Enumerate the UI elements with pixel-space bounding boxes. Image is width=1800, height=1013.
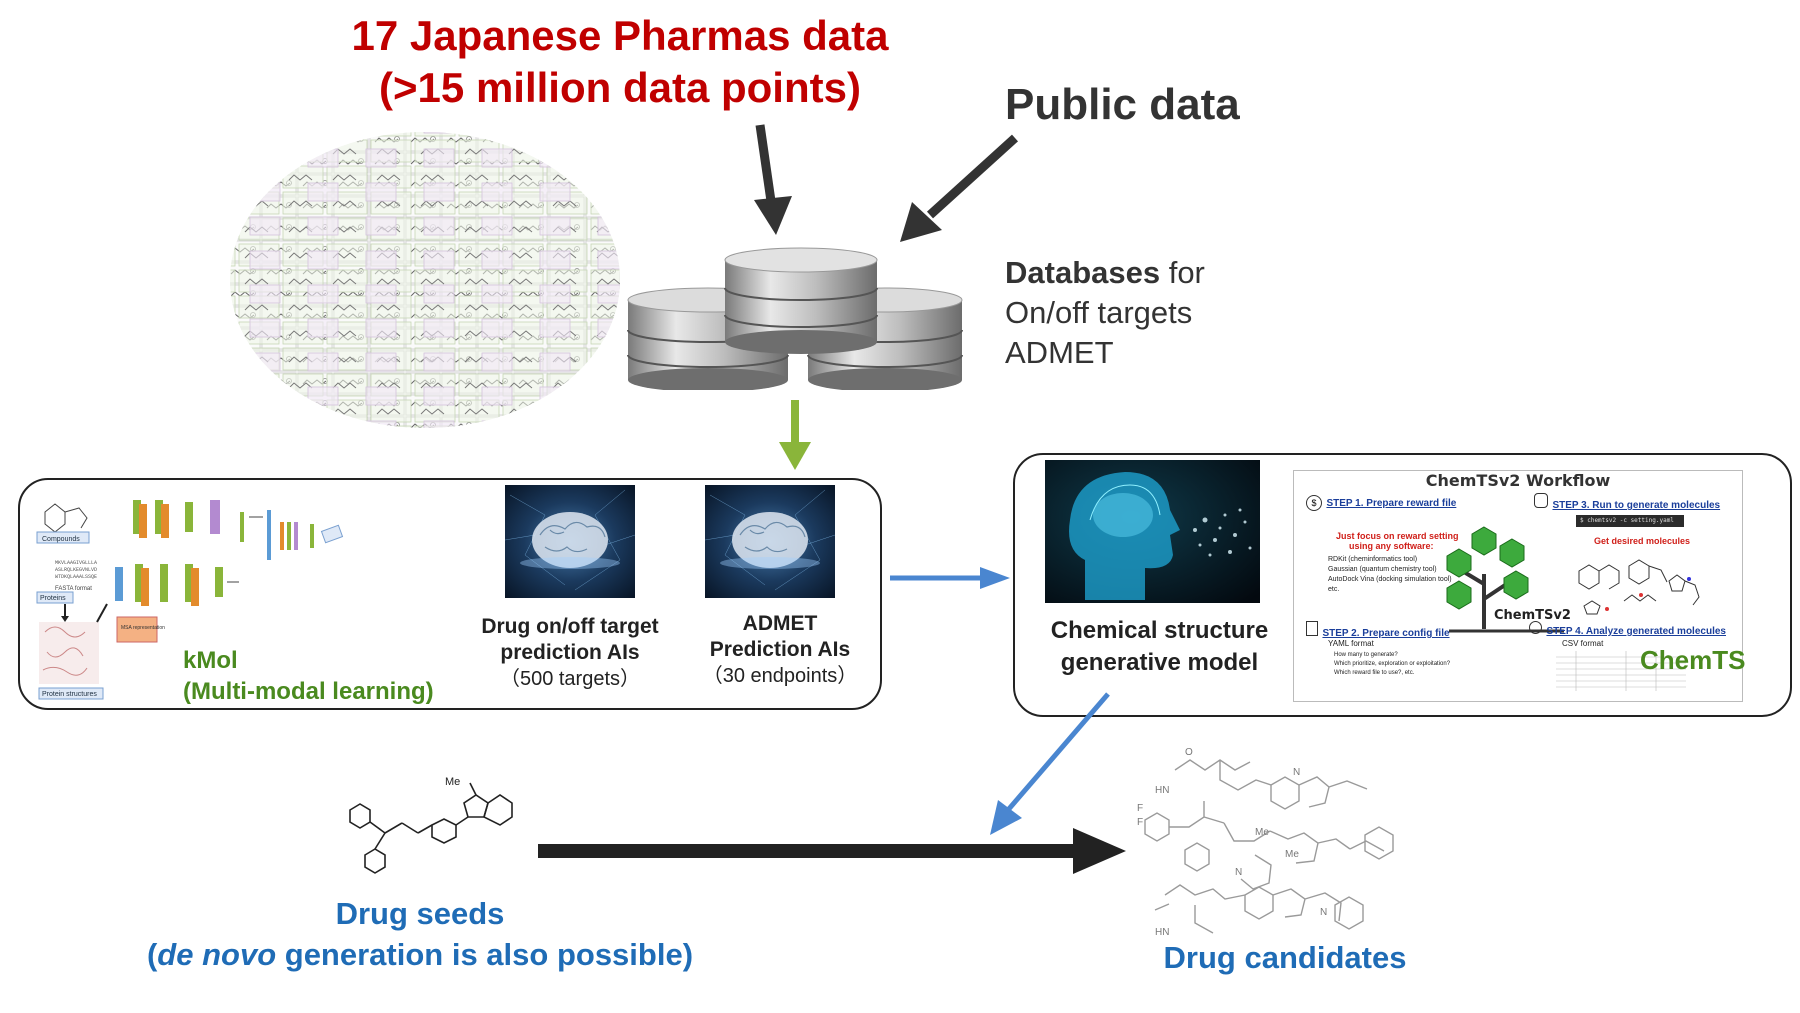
chemtsv2-tree-logo: ChemTSv2: [1446, 526, 1571, 633]
generated-molecules-image: [1578, 559, 1700, 615]
drug-candidates-label: Drug candidates: [1163, 940, 1407, 975]
pharma-data-title: 17 Japanese Pharmas data (>15 million da…: [260, 10, 980, 114]
svg-text:Me: Me: [1285, 849, 1299, 860]
tag-compounds: Compounds: [42, 536, 80, 543]
arrow-seeds-to-candidates: [538, 828, 1126, 874]
admet-ai-label: ADMET Prediction AIs （30 endpoints）: [670, 611, 890, 689]
admet-ai-line1: ADMET: [742, 612, 818, 635]
target-ai-line1: Drug on/off target: [481, 615, 659, 638]
database-icon: [1534, 493, 1548, 508]
target-ai-line3: （500 targets）: [499, 668, 641, 690]
workflow-title: ChemTSv2 Workflow: [1425, 471, 1611, 490]
svg-text:Me: Me: [1255, 827, 1269, 838]
reward-bullet-3: AutoDock Vina (docking simulation tool): [1328, 576, 1452, 583]
yaml-bullet-1: How many to generate?: [1334, 652, 1398, 658]
target-ai-line2: prediction AIs: [500, 641, 640, 664]
databases-description: Databases for On/off targets ADMET: [1005, 253, 1205, 373]
de-novo-text: de novo: [157, 937, 277, 972]
drug-seeds-note: (de novo generation is also possible): [110, 934, 730, 975]
workflow-step1: STEP 1. Prepare reward file: [1326, 498, 1457, 509]
reward-bullet-2: Gaussian (quantum chemistry tool): [1328, 566, 1437, 573]
tag-protein-structures: Protein structures: [42, 691, 97, 698]
desired-molecules-label: Get desired molecules: [1594, 536, 1691, 546]
ai-head-image: [1045, 460, 1260, 603]
arrow-db-to-ai: [779, 400, 811, 470]
pharma-title-line2: (>15 million data points): [379, 64, 861, 111]
dollar-icon: $: [1306, 495, 1322, 511]
yaml-format-label: YAML format: [1328, 639, 1374, 648]
command-box: $ chemtsv2 -c setting.yaml: [1576, 515, 1684, 527]
tag-msa: MSA representation: [121, 625, 165, 631]
svg-text:ASLRQLKEGVNLVD: ASLRQLKEGVNLVD: [55, 567, 97, 573]
kmol-label: kMol (Multi-modal learning): [183, 645, 434, 707]
svg-text:N: N: [1320, 907, 1327, 918]
workflow-step4: STEP 4. Analyze generated molecules: [1546, 626, 1726, 637]
svg-text:N: N: [1293, 767, 1300, 778]
target-ai-label: Drug on/off target prediction AIs （500 t…: [450, 614, 690, 692]
kmol-network-diagram: Compounds MKVLAAGIVGLLLA ASLRQLKEGVNLVD …: [36, 500, 344, 700]
svg-text:F: F: [1137, 817, 1143, 828]
file-icon: [1306, 621, 1318, 636]
svg-text:F: F: [1137, 803, 1143, 814]
kmol-subtitle: (Multi-modal learning): [183, 678, 434, 705]
magnifier-icon: [1529, 621, 1542, 634]
chemtsv2-logo-text: ChemTSv2: [1494, 608, 1571, 623]
databases-for: for: [1160, 255, 1205, 290]
generative-model-line2: generative model: [1060, 649, 1259, 676]
databases-line3: ADMET: [1005, 335, 1114, 370]
generative-model-label: Chemical structure generative model: [1032, 615, 1287, 679]
reward-bullet-4: etc.: [1328, 586, 1340, 593]
drug-seed-molecule: Me: [349, 776, 513, 874]
brain-ai-image-targets: [505, 485, 635, 598]
seeds-note-rest: generation is also possible): [276, 937, 694, 972]
svg-text:N: N: [1235, 867, 1242, 878]
admet-ai-line3: （30 endpoints）: [702, 665, 858, 687]
reward-bullet-1: RDKit (cheminformatics tool): [1328, 556, 1418, 563]
svg-text:WTDKQLAAALSSQE: WTDKQLAAALSSQE: [55, 574, 97, 580]
yaml-bullet-3: Which reward file to use?, etc.: [1334, 670, 1415, 676]
generative-model-line1: Chemical structure: [1050, 617, 1269, 644]
arrow-generator-to-candidates: [990, 692, 1110, 835]
yaml-bullet-2: Which prioritize, exploration or exploit…: [1334, 661, 1451, 667]
svg-text:HN: HN: [1155, 785, 1169, 796]
csv-table-image: [1556, 651, 1686, 691]
methyl-label: Me: [445, 776, 460, 788]
workflow-step3: STEP 3. Run to generate molecules: [1552, 500, 1721, 511]
drug-seeds-label: Drug seeds (de novo generation is also p…: [110, 893, 730, 975]
brain-ai-image-admet: [705, 485, 835, 598]
svg-text:MKVLAAGIVGLLLA: MKVLAAGIVGLLLA: [55, 560, 97, 566]
focus-line2: using any software:: [1349, 541, 1434, 551]
kmol-title: kMol: [183, 647, 238, 674]
databases-line2: On/off targets: [1005, 295, 1193, 330]
focus-line1: Just focus on reward setting: [1336, 531, 1459, 541]
drug-seeds-title: Drug seeds: [335, 896, 505, 931]
compound-mosaic-image: [230, 132, 620, 428]
pharma-title-line1: 17 Japanese Pharmas data: [351, 12, 889, 59]
chemts-label: ChemTS: [1640, 645, 1746, 675]
svg-text:HN: HN: [1155, 927, 1169, 938]
arrow-pharma-to-db: [754, 124, 792, 235]
databases-bold: Databases: [1005, 255, 1161, 290]
database-stack-icon: [627, 247, 963, 390]
arrow-ai-to-generator: [890, 567, 1010, 589]
chemtsv2-workflow-image: ChemTSv2 Workflow $ STEP 1. Prepare rewa…: [1293, 470, 1743, 702]
svg-text:O: O: [1185, 747, 1193, 758]
tag-fasta: FASTA format: [55, 586, 92, 592]
tag-proteins: Proteins: [40, 595, 66, 602]
csv-format-label: CSV format: [1562, 639, 1604, 648]
workflow-step2: STEP 2. Prepare config file: [1322, 628, 1450, 639]
arrow-public-to-db: [900, 134, 1019, 242]
seeds-note-open: (: [146, 937, 158, 972]
public-data-label: Public data: [1005, 80, 1240, 129]
admet-ai-line2: Prediction AIs: [709, 638, 851, 661]
